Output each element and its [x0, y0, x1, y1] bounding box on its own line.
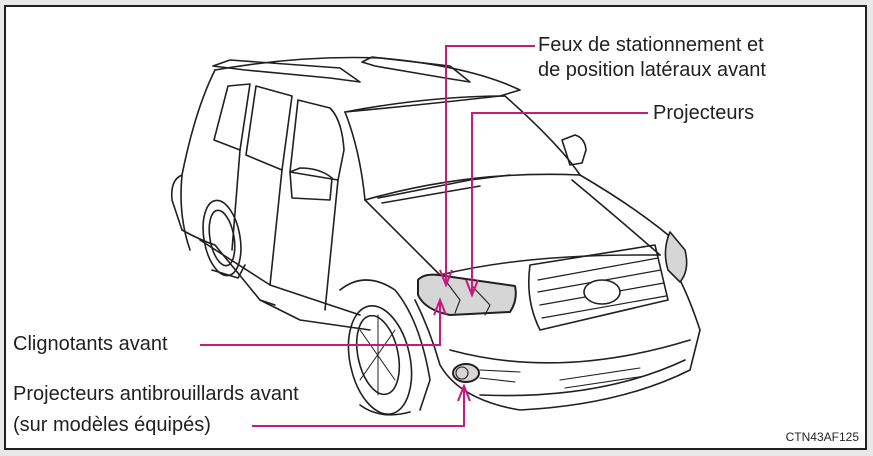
callout-lines — [200, 45, 648, 427]
label-headlights: Projecteurs — [653, 102, 755, 124]
diagram-frame — [4, 5, 867, 450]
label-fog-line1: Projecteurs antibrouillards avant — [13, 383, 299, 405]
figure-code: CTN43AF125 — [785, 430, 859, 444]
label-fog-lights: Projecteurs antibrouillards avant (sur m… — [13, 382, 299, 438]
label-parking-line2: de position latéraux avant — [538, 59, 766, 81]
label-fog-line2: (sur modèles équipés) — [13, 414, 211, 436]
label-parking-side-marker: Feux de stationnement et de position lat… — [538, 33, 766, 83]
label-parking-line1: Feux de stationnement et — [538, 34, 764, 56]
label-turn-signals: Clignotants avant — [13, 333, 168, 355]
